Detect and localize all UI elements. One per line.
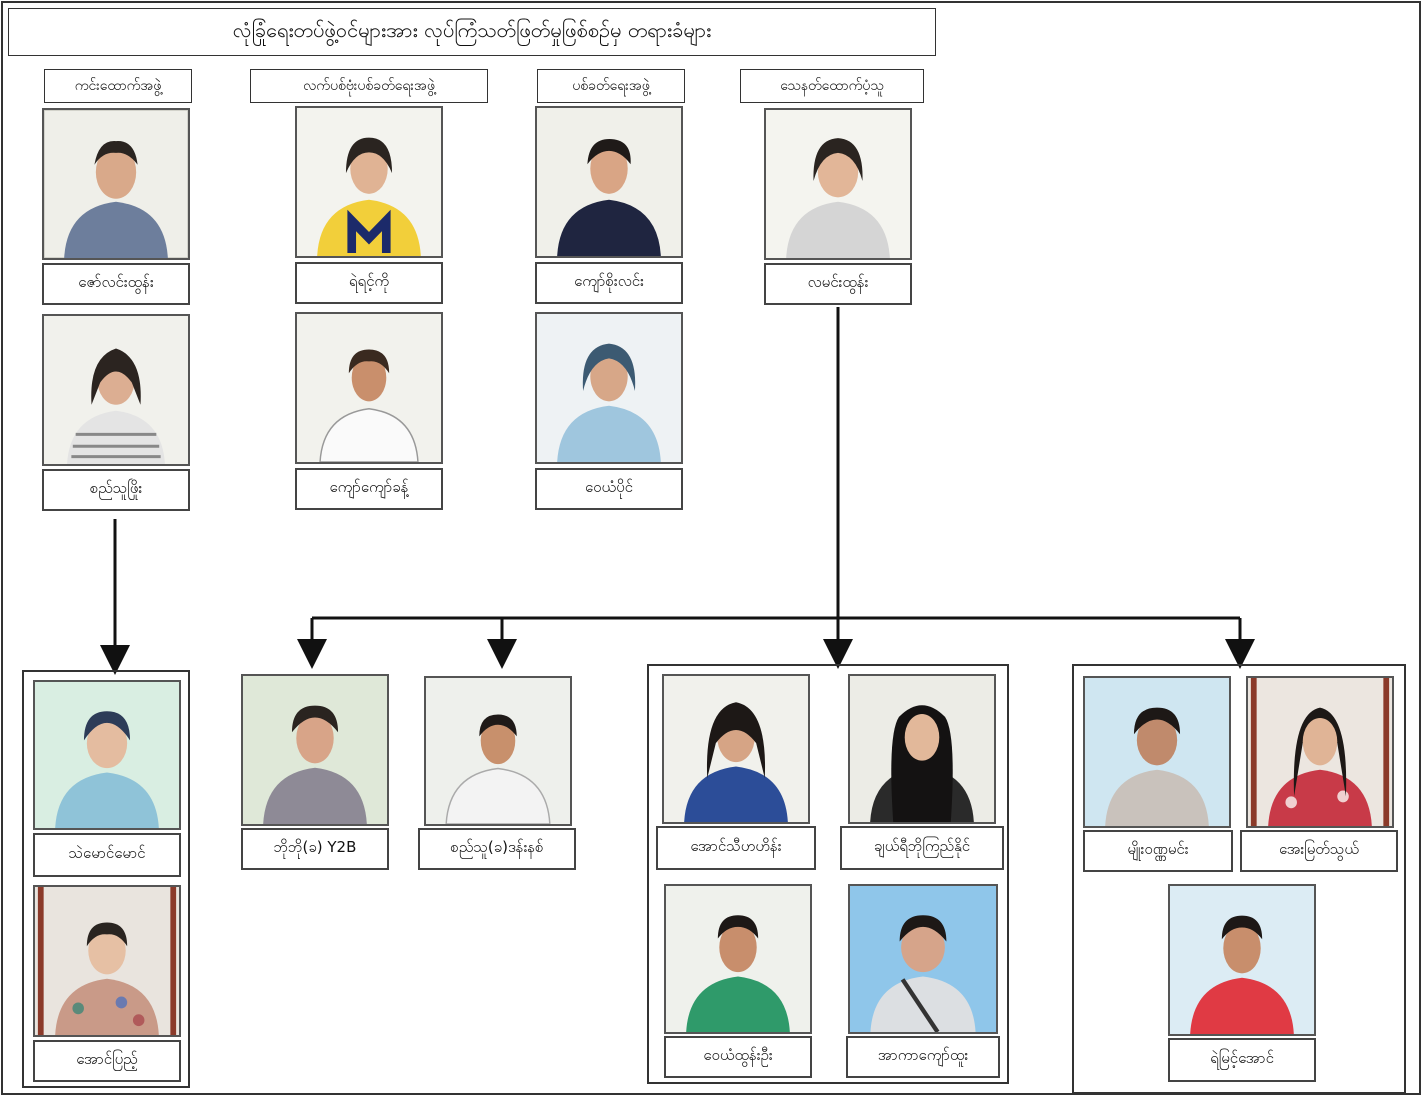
person-photo: [662, 674, 810, 824]
person-name: အာကာကျော်ထူး: [846, 1036, 1000, 1078]
person-name: စည်သူ(ခ)ဒန်းနစ်: [418, 828, 576, 870]
group-label-scouts: ကင်းထောက်အဖွဲ့: [44, 69, 192, 103]
person-photo: [295, 106, 443, 258]
person-photo: [295, 312, 443, 464]
person-photo: [764, 108, 912, 260]
person-photo: [664, 884, 812, 1034]
person-photo: [1083, 676, 1231, 828]
person-name: ကျော်ကျော်ခန့်: [295, 468, 443, 510]
person-photo: [535, 106, 683, 258]
group-label-grenade-team: လက်ပစ်ဗုံးပစ်ခတ်ရေးအဖွဲ့: [250, 69, 488, 103]
person-photo: [241, 674, 389, 826]
diagram-title: လုံခြုံရေးတပ်ဖွဲ့ဝင်များအား လုပ်ကြံသတ်ဖြ…: [8, 8, 936, 56]
person-photo: [1168, 884, 1316, 1036]
person-name: ဘိုဘို(ခ) Y2B: [241, 828, 389, 870]
person-photo: [42, 314, 190, 466]
person-name: စည်သူဖြိုး: [42, 469, 190, 511]
person-photo: [42, 108, 190, 260]
person-name: သဲမောင်မောင်: [33, 833, 181, 877]
person-name: ရဲမြင့်အောင်: [1168, 1038, 1316, 1082]
person-photo: [33, 885, 181, 1037]
group-box-b1: [22, 670, 190, 1088]
person-photo: [33, 680, 181, 830]
person-name: အောင်ပြည့်: [33, 1040, 181, 1082]
person-name: အေးမြတ်သွယ်: [1240, 830, 1398, 872]
person-name: ကျော်စိုးလင်း: [535, 262, 683, 304]
group-label-shooting-team: ပစ်ခတ်ရေးအဖွဲ့: [537, 69, 685, 103]
person-photo: [848, 674, 996, 824]
person-name: ရဲရင့်ကို: [295, 262, 443, 304]
person-name: လမင်းထွန်း: [764, 263, 912, 305]
person-name: အောင်သီဟဟိန်း: [656, 826, 816, 870]
person-photo: [848, 884, 998, 1034]
person-name: ဝေယံပိုင်: [535, 468, 683, 510]
person-name: ဇော်လင်းထွန်း: [42, 263, 190, 305]
group-box-b5: [1072, 664, 1406, 1094]
person-name: မျိုးဝဏ္ဏမင်း: [1083, 830, 1233, 872]
group-box-b4: [647, 664, 1009, 1084]
person-name: ဝေယံထွန်းဦး: [664, 1036, 812, 1078]
person-photo: [1246, 676, 1394, 828]
group-label-gun-supplier: သေနတ်ထောက်ပံ့သူ: [740, 69, 924, 103]
person-photo: [424, 676, 572, 826]
person-photo: [535, 312, 683, 464]
person-name: ချယ်ရီဘိုကြည်နိုင်: [840, 826, 1004, 870]
